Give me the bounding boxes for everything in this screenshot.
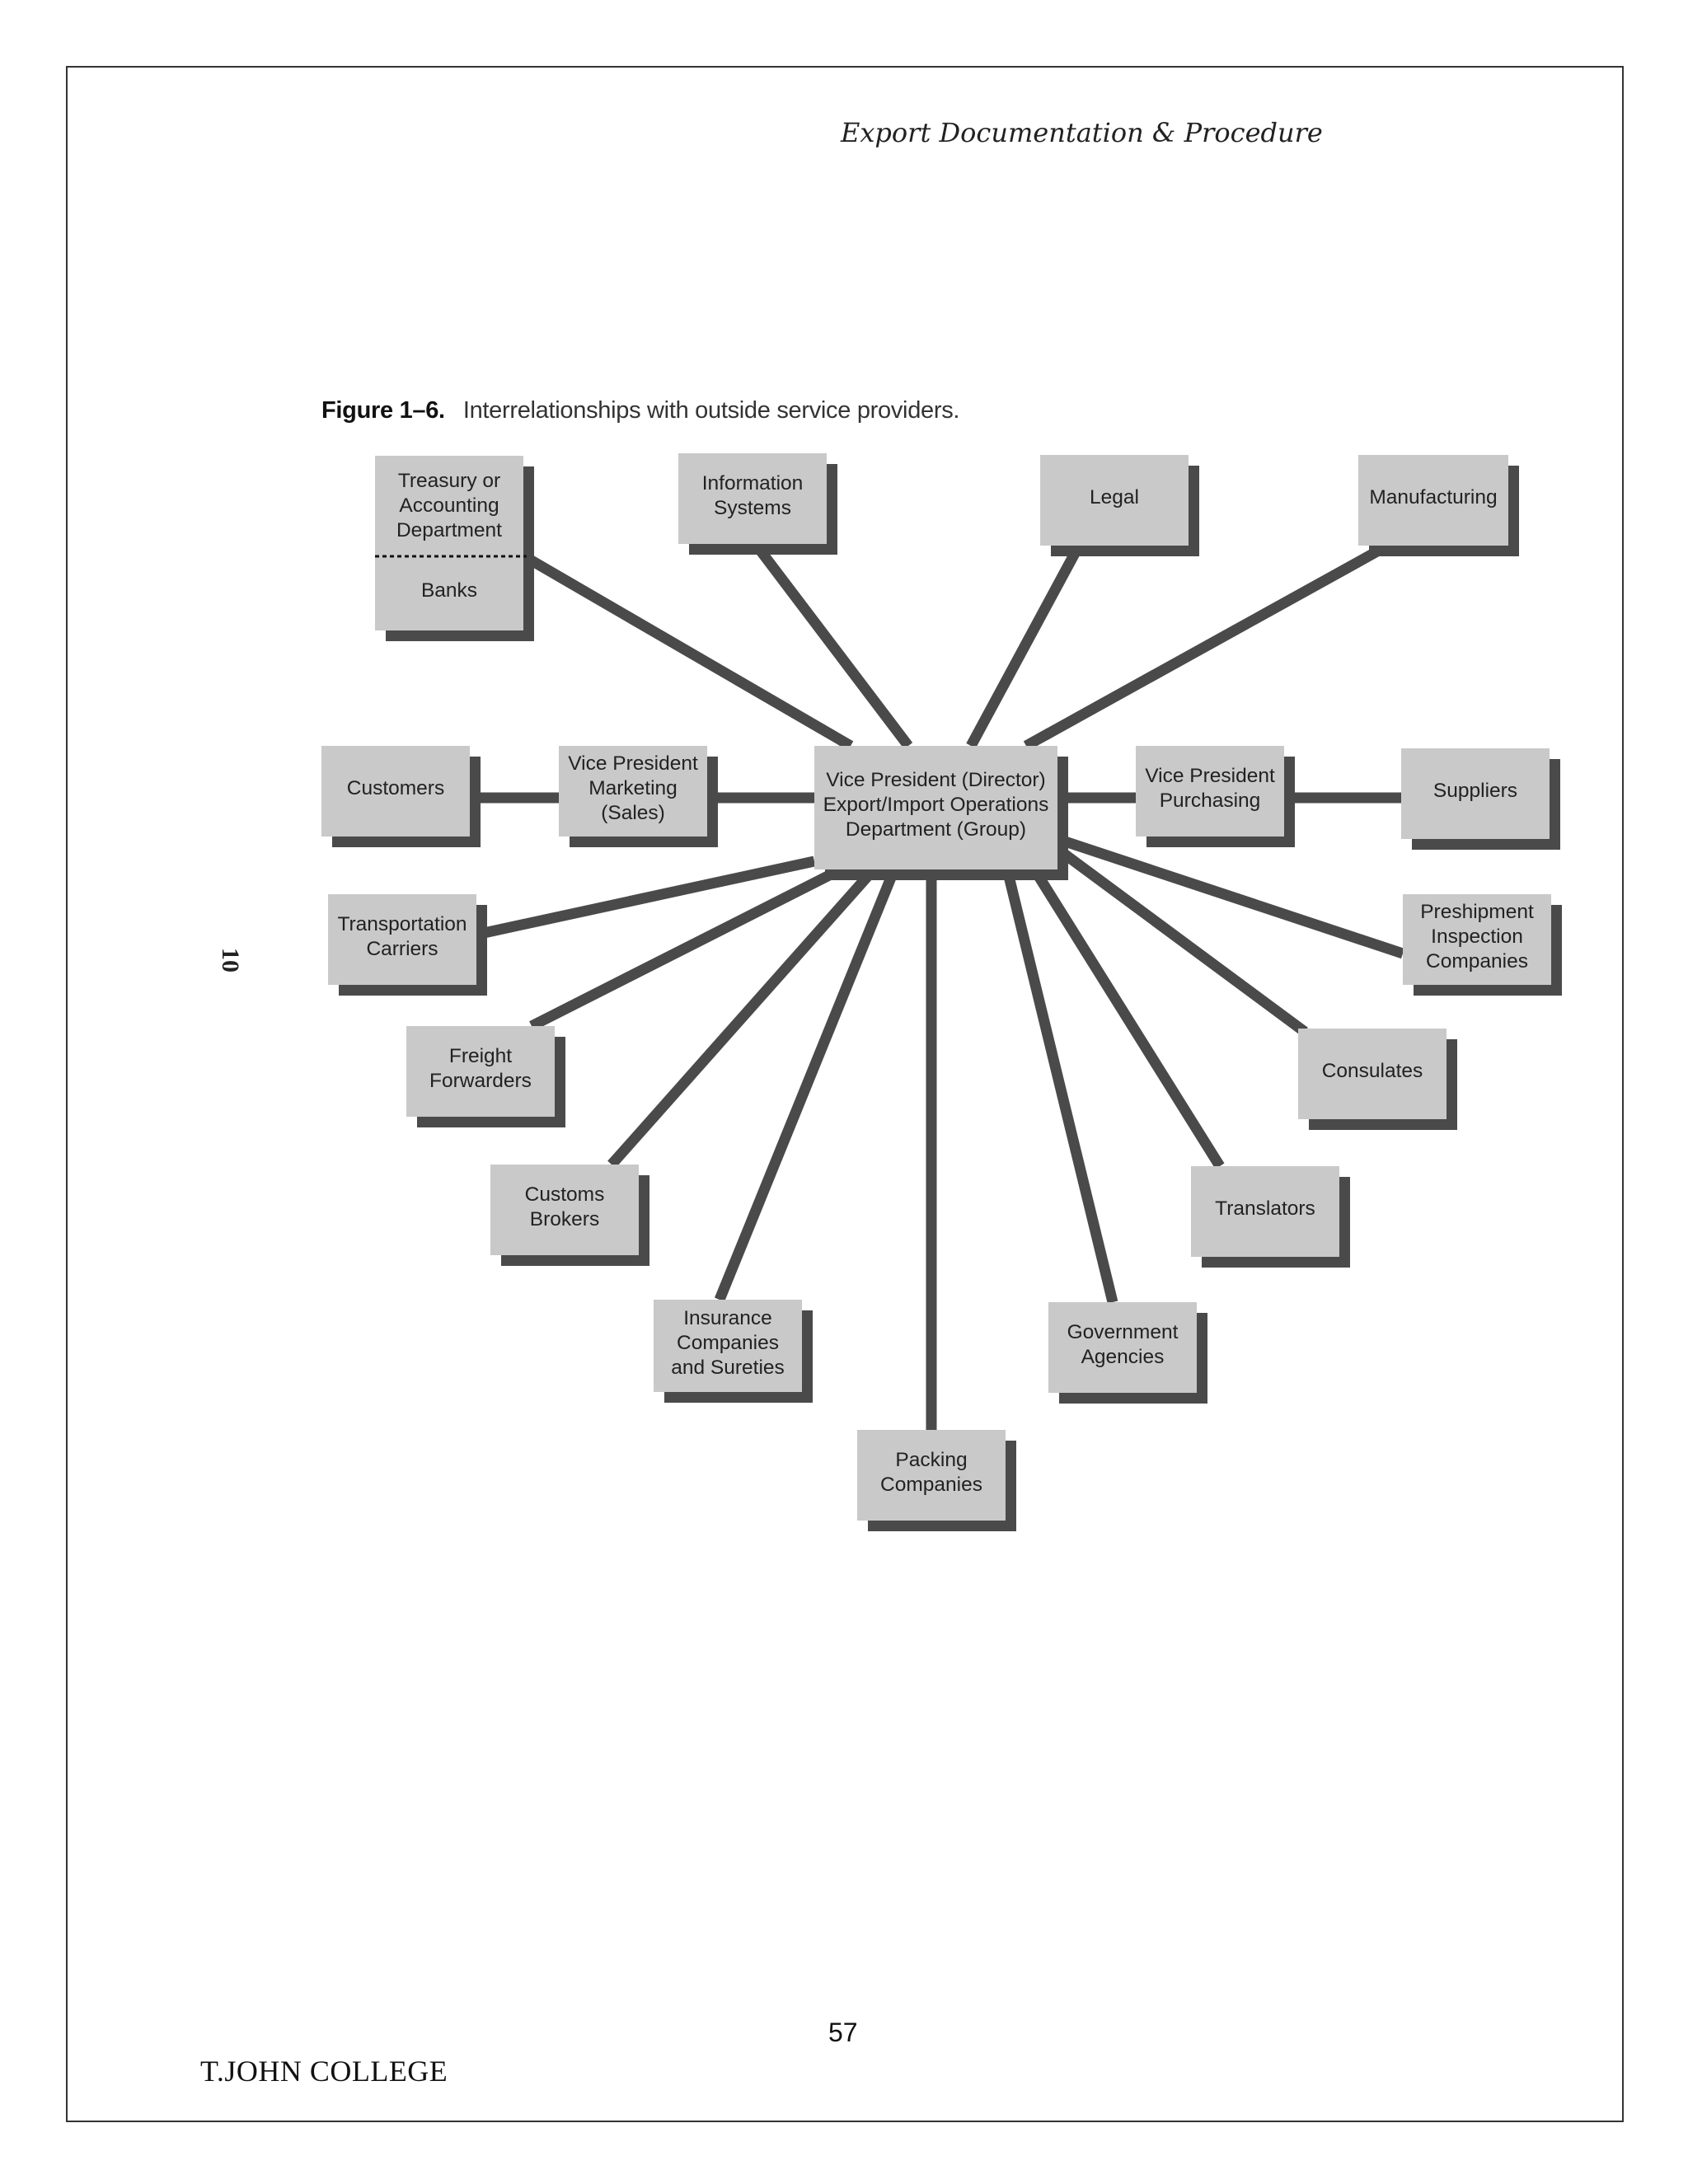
page-number: 57 [828, 2018, 858, 2047]
node-box [490, 1165, 639, 1255]
side-page-number: 10 [217, 948, 244, 972]
connector-center-preshipment [1055, 833, 1405, 959]
node-box [321, 746, 470, 837]
node-label: Accounting [399, 494, 499, 517]
node-box [1048, 1302, 1197, 1393]
connector-center-insurance [714, 867, 900, 1302]
node-label: Marketing [588, 777, 678, 799]
node-label: Export/Import Operations [823, 794, 1049, 816]
node-box [1358, 455, 1508, 546]
connector-center-government [1001, 868, 1118, 1304]
node-legal: Legal [1040, 455, 1199, 556]
node-center: Vice President (Director) Export/Import O… [814, 746, 1068, 880]
node-label: Systems [714, 497, 791, 519]
node-manufacturing: Manufacturing [1358, 455, 1519, 556]
node-label: Treasury or [398, 470, 500, 492]
node-label: Insurance [683, 1307, 772, 1329]
node-label: Companies [1426, 950, 1528, 972]
node-box [1298, 1029, 1447, 1119]
node-label: Companies [880, 1474, 982, 1496]
connector-center-consulates [1054, 844, 1308, 1037]
node-label: Department (Group) [846, 818, 1026, 841]
node-box [375, 456, 523, 630]
node-label: Carriers [366, 938, 438, 960]
connector-center-translators [1029, 866, 1225, 1169]
node-label: Customers [347, 777, 444, 799]
node-label: Vice President [568, 752, 698, 775]
node-label: and Sureties [671, 1357, 785, 1379]
node-label: Inspection [1431, 926, 1523, 948]
figure-caption-text: Interrelationships with outside service … [462, 397, 960, 424]
node-label: Consulates [1322, 1060, 1423, 1082]
figure-number: Figure 1–6. [321, 397, 445, 424]
node-customers: Customers [321, 746, 481, 847]
node-label: Customs [525, 1183, 605, 1206]
node-consulates: Consulates [1298, 1029, 1457, 1130]
node-label: Government [1067, 1321, 1179, 1343]
connector-center-freight-forwarders [529, 865, 843, 1031]
connector-center-information-systems [752, 542, 913, 749]
node-box [1191, 1166, 1339, 1257]
node-box [328, 894, 476, 985]
node-box [814, 746, 1057, 869]
connector-center-customs-brokers [607, 865, 878, 1169]
node-label: Information [702, 472, 804, 494]
node-label: Department [396, 519, 502, 541]
node-label: Translators [1215, 1197, 1315, 1220]
node-label: Forwarders [429, 1070, 532, 1092]
node-label: Packing [895, 1449, 967, 1471]
node-label: Preshipment [1420, 901, 1534, 923]
node-label: Freight [449, 1045, 512, 1067]
connector-center-legal [966, 544, 1083, 749]
connector-center-transportation-carriers [475, 855, 816, 940]
node-label: Vice President [1145, 765, 1275, 787]
footer-institution: T.JOHN COLLEGE [200, 2055, 448, 2088]
node-translators: Translators [1191, 1166, 1350, 1268]
node-label: Suppliers [1433, 780, 1517, 802]
node-label: Transportation [337, 913, 467, 935]
node-box [1401, 748, 1550, 839]
diagram-nodes: Vice President (Director) Export/Import O… [321, 453, 1562, 1531]
node-label: Brokers [530, 1208, 599, 1230]
node-box [1136, 746, 1284, 837]
node-label: Legal [1090, 486, 1139, 509]
node-box [559, 746, 707, 837]
figure-caption: Figure 1–6. Interrelationships with outsi… [321, 397, 959, 424]
node-label: Companies [677, 1332, 779, 1354]
connector-center-treasury [521, 551, 854, 751]
node-box [654, 1300, 802, 1392]
node-box [857, 1430, 1006, 1521]
node-label: Vice President (Director) [826, 769, 1045, 791]
node-box [678, 453, 827, 544]
page-frame [66, 66, 1624, 2122]
node-label: Agencies [1081, 1346, 1165, 1368]
diagram-connectors [470, 542, 1405, 1430]
node-box [1040, 455, 1189, 546]
node-label: Manufacturing [1369, 486, 1497, 509]
node-label: Banks [421, 579, 477, 602]
node-label: Purchasing [1160, 790, 1261, 812]
running-header: Export Documentation & Procedure [841, 117, 1323, 148]
node-label: (Sales) [601, 802, 665, 824]
node-box [406, 1026, 555, 1117]
node-suppliers: Suppliers [1401, 748, 1560, 850]
connector-center-manufacturing [1023, 542, 1388, 751]
node-box [1403, 894, 1551, 985]
